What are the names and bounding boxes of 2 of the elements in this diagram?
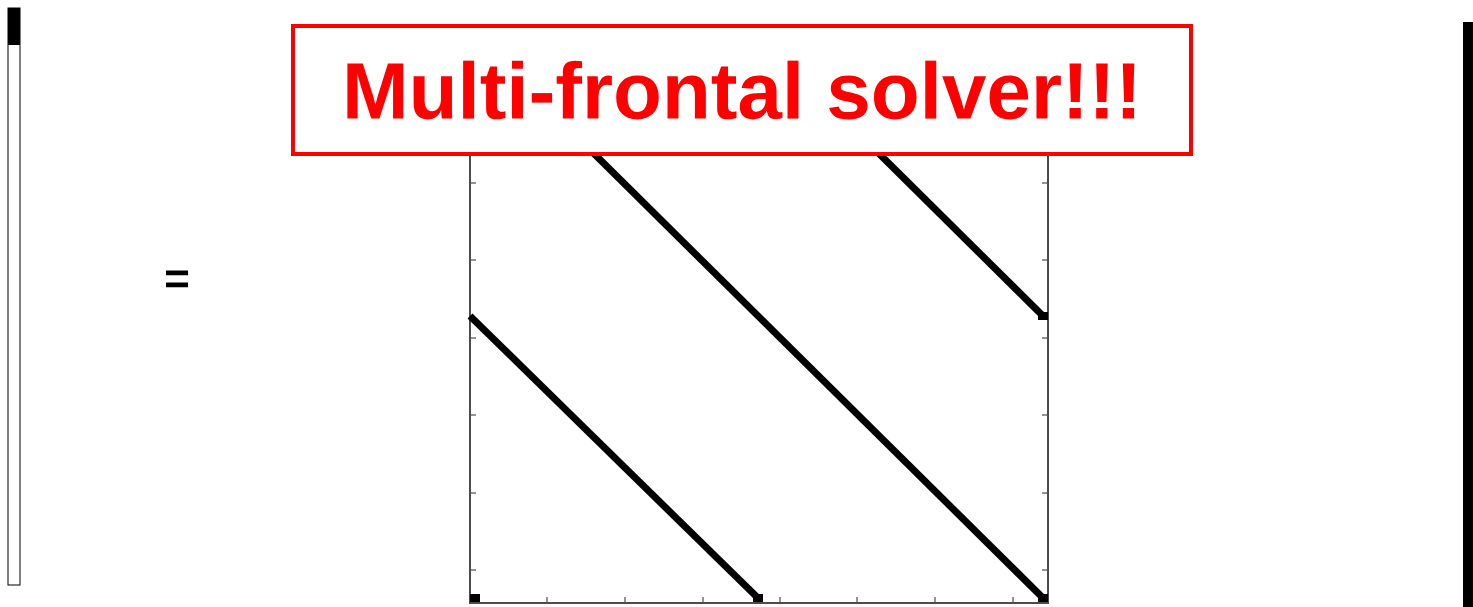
equals-sign: =: [166, 270, 189, 288]
title-box: Multi-frontal solver!!!: [291, 24, 1193, 156]
